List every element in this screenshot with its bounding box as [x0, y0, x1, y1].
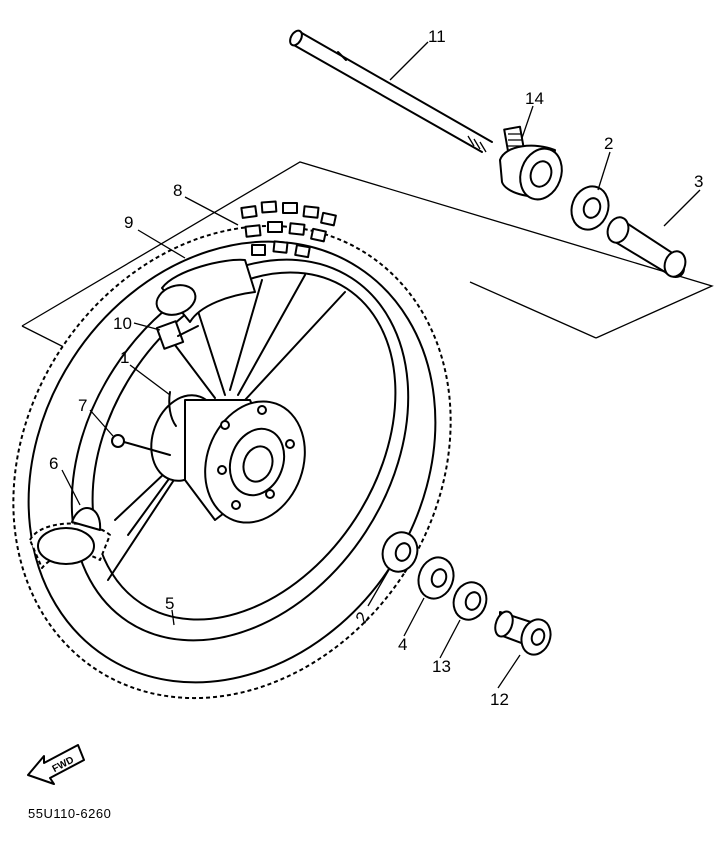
drawing-code: 55U110-6260: [28, 806, 111, 821]
spacer: [606, 216, 687, 278]
callout-9: 9: [124, 213, 133, 232]
callout-10: 10: [113, 314, 132, 333]
tire-cutaway: [29, 507, 111, 569]
fwd-direction-arrow: FWD: [27, 744, 85, 785]
meter-gear-unit: [499, 125, 563, 201]
callout-7: 7: [78, 396, 87, 415]
callout-4: 4: [398, 635, 407, 654]
callout-labels: 11 14 2 3 8 9 10 1 7 6 5 2 4 13 12: [49, 27, 703, 709]
callout-14: 14: [525, 89, 544, 108]
front-axle: [289, 29, 493, 153]
callout-3: 3: [694, 172, 703, 191]
callout-8: 8: [173, 181, 182, 200]
tube-and-valve: [155, 258, 256, 350]
callout-2-upper: 2: [604, 134, 613, 153]
callout-5: 5: [165, 594, 174, 613]
collar: [452, 581, 488, 621]
callout-11: 11: [428, 27, 446, 46]
rim: [70, 258, 410, 642]
callout-13: 13: [432, 657, 451, 676]
bearing-lower: [381, 531, 419, 573]
leader-lines: [61, 41, 701, 689]
bearing-upper: [570, 185, 610, 231]
callout-6: 6: [49, 454, 58, 473]
wheel-hub: [150, 394, 306, 524]
callout-1: 1: [120, 348, 129, 367]
oil-seal: [417, 556, 455, 600]
axle-collar: [494, 610, 552, 656]
tire-tread-blocks: [240, 200, 337, 259]
rim-lock: [111, 434, 171, 456]
callout-12: 12: [490, 690, 509, 709]
